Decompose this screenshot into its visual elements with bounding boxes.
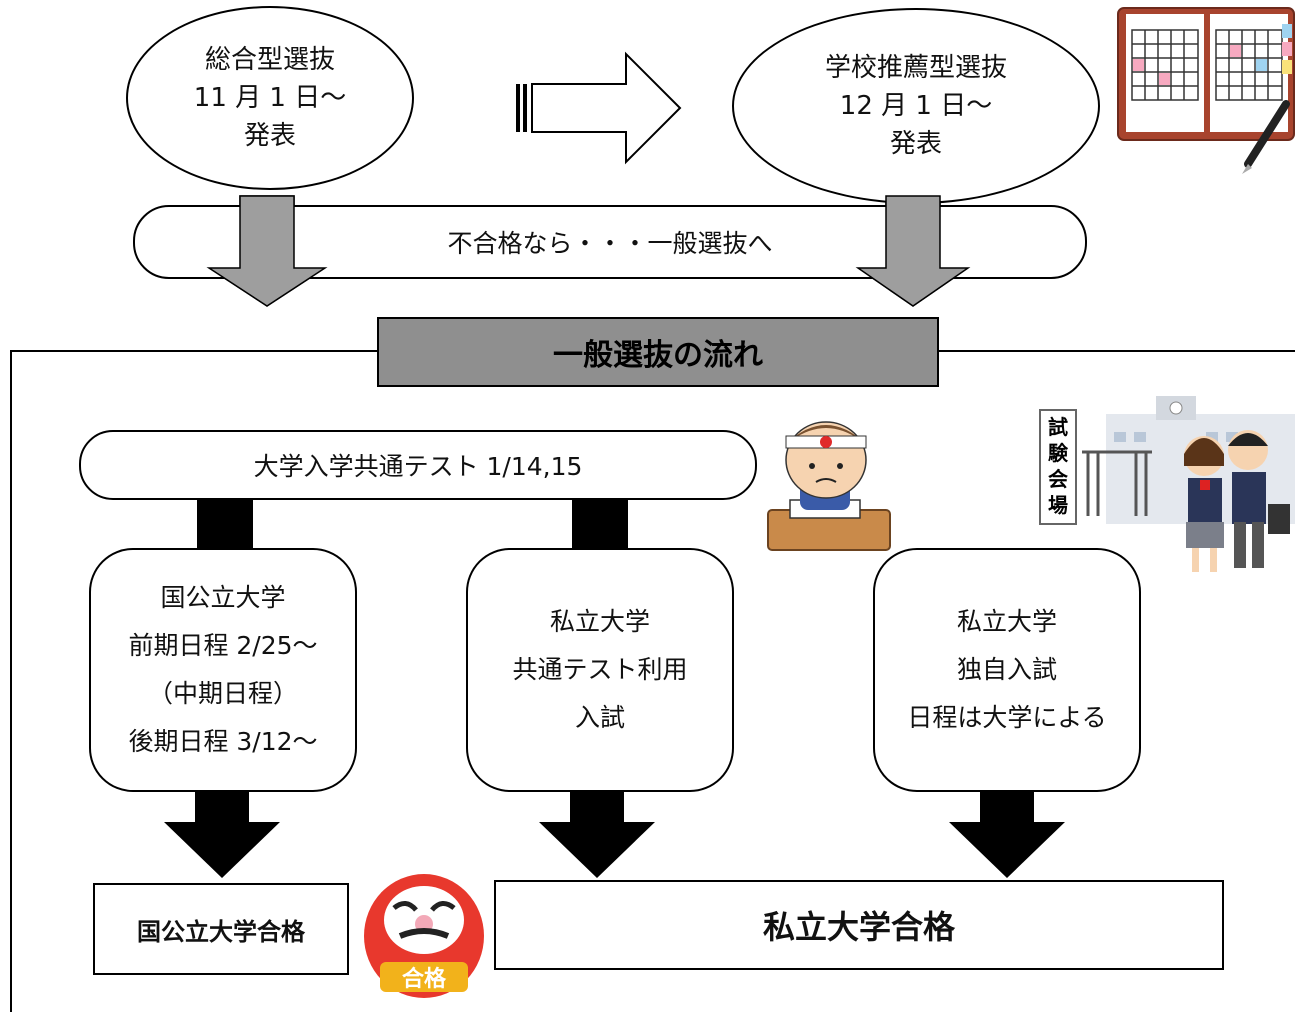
private-common-line1: 私立大学 xyxy=(549,607,650,636)
private-own-line1: 私立大学 xyxy=(956,607,1057,636)
national-line4: 後期日程 3/12～ xyxy=(128,727,318,756)
private-pass-box: 私立大学合格 xyxy=(494,880,1224,970)
ao-date: 11 月 1 日～ xyxy=(193,83,347,113)
stem-left xyxy=(197,498,253,556)
recommend-selection-ellipse: 学校推薦型選抜 12 月 1 日～ 発表 xyxy=(732,8,1100,204)
national-line3: （中期日程） xyxy=(147,679,298,708)
recommend-date: 12 月 1 日～ xyxy=(839,91,993,121)
svg-text:場: 場 xyxy=(1048,493,1068,517)
svg-text:験: 験 xyxy=(1048,441,1069,465)
general-selection-title: 一般選抜の流れ xyxy=(377,317,939,387)
private-own-exam-box: 私立大学 独自入試 日程は大学による xyxy=(873,548,1141,792)
ao-name: 総合型選抜 xyxy=(204,45,335,75)
svg-text:試: 試 xyxy=(1048,415,1068,439)
national-pass-label: 国公立大学合格 xyxy=(137,917,305,946)
recommend-result: 発表 xyxy=(889,129,942,159)
private-common-line2: 共通テスト利用 xyxy=(512,655,688,684)
fail-banner-text: 不合格なら・・・一般選抜へ xyxy=(447,229,773,258)
common-test-box: 大学入学共通テスト 1/14,15 xyxy=(79,430,757,500)
national-pass-box: 国公立大学合格 xyxy=(93,883,349,975)
private-common-test-box: 私立大学 共通テスト利用 入試 xyxy=(466,548,734,792)
private-own-line3: 日程は大学による xyxy=(907,703,1107,732)
national-university-box: 国公立大学 前期日程 2/25～ （中期日程） 後期日程 3/12～ xyxy=(89,548,357,792)
black-down-arrow-left xyxy=(164,792,280,878)
private-own-line2: 独自入試 xyxy=(956,655,1057,684)
ao-selection-ellipse: 総合型選抜 11 月 1 日～ 発表 xyxy=(126,6,414,190)
ao-result: 発表 xyxy=(243,121,296,151)
black-down-arrow-right xyxy=(949,792,1065,878)
black-down-arrow-middle xyxy=(539,792,655,878)
national-line2: 前期日程 2/25～ xyxy=(128,631,318,660)
recommend-name: 学校推薦型選抜 xyxy=(824,53,1007,83)
svg-text:会: 会 xyxy=(1048,467,1068,491)
private-common-line3: 入試 xyxy=(574,703,625,732)
frame-top-right xyxy=(936,350,1295,352)
stem-middle xyxy=(572,498,628,556)
national-line1: 国公立大学 xyxy=(160,583,286,612)
private-pass-label: 私立大学合格 xyxy=(762,908,955,946)
common-test-label: 大学入学共通テスト 1/14,15 xyxy=(253,452,583,481)
progress-arrow xyxy=(516,51,682,165)
daruma-label: 合格 xyxy=(402,966,447,992)
